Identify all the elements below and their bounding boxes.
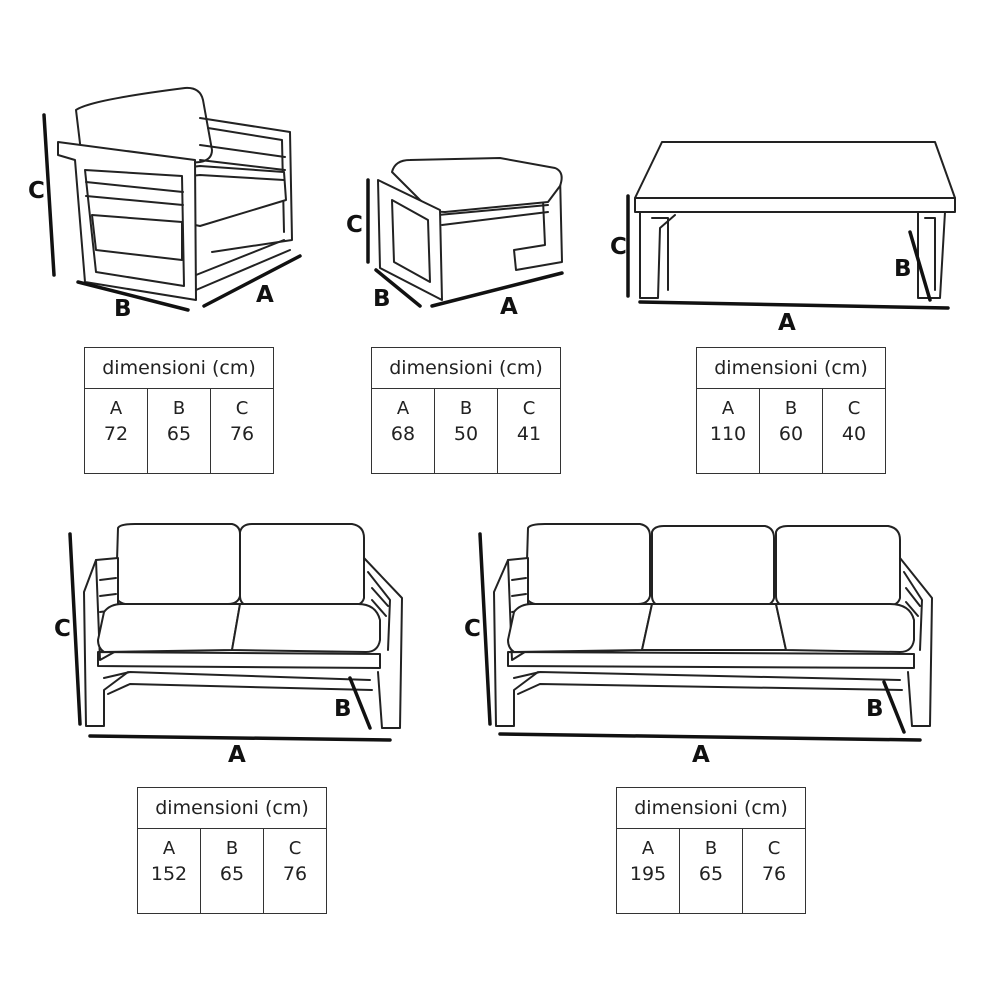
- table-label-a: A: [84, 388, 148, 419]
- table-value-c: 41: [497, 419, 561, 474]
- sofa3-label-c: C: [464, 616, 481, 642]
- coffee-table-drawing: C B A: [610, 141, 956, 336]
- table-value-b: 50: [434, 419, 498, 474]
- armchair-right-frame: [199, 117, 293, 253]
- table-value-b: 65: [679, 859, 743, 914]
- table-value-c: 76: [263, 859, 327, 914]
- table-label-a: A: [137, 828, 201, 859]
- table-value-a: 110: [696, 419, 760, 474]
- table-value-a: 68: [371, 419, 435, 474]
- sofa3-label-b: B: [866, 696, 884, 722]
- ottoman-label-a: A: [500, 294, 518, 320]
- ottoman-dimension-table: dimensioni (cm) A B C 68 50 41: [371, 347, 561, 474]
- sofa2-right-arm: [363, 557, 403, 729]
- coffee-table-label-a: A: [778, 310, 796, 336]
- sofa2-back-cushion-left: [115, 523, 241, 605]
- table-header: dimensioni (cm): [696, 347, 886, 389]
- ottoman-label-b: B: [373, 286, 391, 312]
- coffee-table-top: [634, 141, 956, 199]
- sofa2-label-c: C: [54, 616, 71, 642]
- armchair-label-b: B: [114, 296, 132, 322]
- ottoman-dim-a: [430, 271, 564, 308]
- coffee-table-left-leg: [639, 211, 683, 299]
- sofa3-label-a: A: [692, 742, 710, 768]
- sofa3-seat-cushion-right: [775, 603, 915, 653]
- table-label-c: C: [210, 388, 274, 419]
- armchair-label-c: C: [28, 178, 45, 204]
- armchair-drawing: C B A: [28, 86, 302, 322]
- coffee-table-dim-b: [908, 230, 932, 302]
- sofa3-dim-a: [498, 732, 922, 742]
- table-value-a: 72: [84, 419, 148, 474]
- table-label-a: A: [616, 828, 680, 859]
- sofa2-dim-b: [348, 676, 372, 730]
- table-label-b: B: [147, 388, 211, 419]
- table-value-c: 76: [210, 419, 274, 474]
- sofa2-dim-c: [68, 532, 82, 726]
- armchair-dimension-table: dimensioni (cm) A B C 72 65 76: [84, 347, 274, 474]
- sofa2-dim-a: [88, 734, 392, 742]
- ottoman-dim-b: [374, 268, 422, 308]
- table-value-a: 195: [616, 859, 680, 914]
- sofa3-back-cushion-middle: [651, 525, 775, 607]
- two-seat-sofa-drawing: C B A: [54, 523, 403, 768]
- table-value-b: 65: [147, 419, 211, 474]
- sofa3-seat-cushion-left: [507, 603, 653, 653]
- sofa2-seat-cushion-right: [231, 603, 381, 653]
- table-label-a: A: [696, 388, 760, 419]
- ottoman-drawing: C B A: [346, 157, 564, 320]
- ottoman-label-c: C: [346, 212, 363, 238]
- sofa2-back-cushion-right: [239, 523, 365, 607]
- coffee-table-label-b: B: [894, 256, 912, 282]
- table-value-c: 76: [742, 859, 806, 914]
- table-label-c: C: [742, 828, 806, 859]
- coffee-table-label-c: C: [610, 234, 627, 260]
- sofa3-seat-cushion-middle: [641, 603, 787, 651]
- table-header: dimensioni (cm): [84, 347, 274, 389]
- table-header: dimensioni (cm): [371, 347, 561, 389]
- sofa3-dim-b: [882, 680, 906, 734]
- armchair-dim-b: [76, 280, 190, 312]
- table-label-c: C: [822, 388, 886, 419]
- table-header: dimensioni (cm): [616, 787, 806, 829]
- sofa3-dim-c: [478, 532, 492, 726]
- table-value-b: 60: [759, 419, 823, 474]
- table-value-c: 40: [822, 419, 886, 474]
- table-label-b: B: [200, 828, 264, 859]
- sofa2-label-b: B: [334, 696, 352, 722]
- armchair-dim-c: [42, 113, 56, 277]
- table-value-b: 65: [200, 859, 264, 914]
- sofa2-seat-cushion-left: [97, 603, 241, 653]
- three-seat-sofa-dimension-table: dimensioni (cm) A B C 195 65 76: [616, 787, 806, 914]
- table-label-c: C: [263, 828, 327, 859]
- armchair-dim-a: [202, 254, 302, 308]
- sofa2-label-a: A: [228, 742, 246, 768]
- ottoman-left-frame: [377, 179, 443, 301]
- table-label-b: B: [679, 828, 743, 859]
- sofa3-back-cushion-right: [775, 525, 901, 607]
- coffee-table-dim-a: [638, 300, 950, 310]
- table-label-c: C: [497, 388, 561, 419]
- sofa3-back-cushion-left: [525, 523, 651, 605]
- coffee-table-right-leg: [917, 211, 946, 299]
- table-label-b: B: [434, 388, 498, 419]
- table-value-a: 152: [137, 859, 201, 914]
- two-seat-sofa-dimension-table: dimensioni (cm) A B C 152 65 76: [137, 787, 327, 914]
- table-header: dimensioni (cm): [137, 787, 327, 829]
- table-label-a: A: [371, 388, 435, 419]
- three-seat-sofa-drawing: C B A: [464, 523, 933, 768]
- sofa3-right-arm: [899, 557, 933, 727]
- coffee-table-dimension-table: dimensioni (cm) A B C 110 60 40: [696, 347, 886, 474]
- table-label-b: B: [759, 388, 823, 419]
- armchair-label-a: A: [256, 282, 274, 308]
